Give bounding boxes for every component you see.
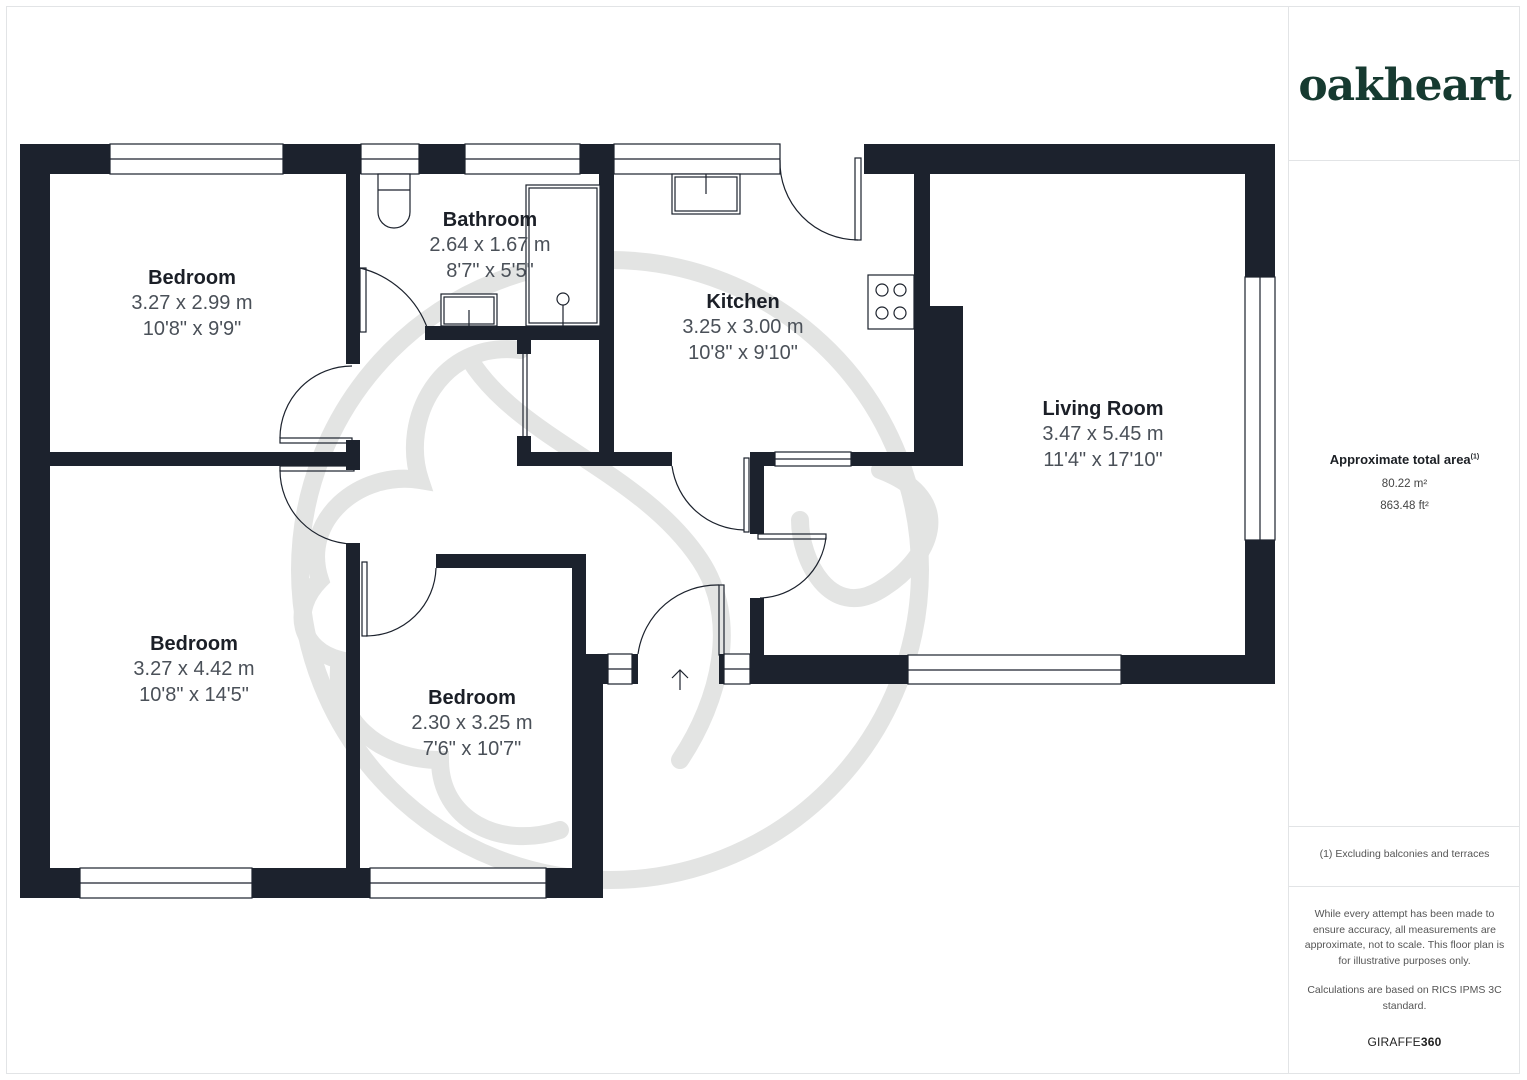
room-imperial: 10'8" x 14'5": [139, 684, 249, 706]
windows: [79, 143, 1276, 899]
watermark-emblem-icon: [291, 251, 939, 889]
room-metric: 3.25 x 3.00 m: [682, 316, 804, 338]
room-bedroom-2: Bedroom 3.27 x 4.42 m 10'8" x 14'5": [133, 632, 254, 708]
room-bedroom-3: Bedroom 2.30 x 3.25 m 7'6" x 10'7": [411, 686, 532, 762]
room-imperial: 10'8" x 9'10": [688, 342, 798, 364]
room-imperial: 10'8" x 9'9": [142, 318, 242, 340]
area-title-text: Approximate total area: [1329, 452, 1471, 467]
giraffe360-credit: GIRAFFE360: [1289, 1035, 1520, 1049]
footnote: (1) Excluding balconies and terraces: [1319, 848, 1490, 860]
room-imperial: 7'6" x 10'7": [422, 738, 522, 760]
divider: [1289, 826, 1520, 827]
room-name: Kitchen: [706, 291, 780, 313]
page-frame: [6, 6, 1520, 1074]
calculation-note: Calculations are based on RICS IPMS 3C s…: [1307, 984, 1502, 1012]
room-imperial: 8'7" x 5'5": [446, 260, 534, 282]
floor-plan: [20, 143, 1276, 899]
room-kitchen: Kitchen 3.25 x 3.00 m 10'8" x 9'10": [682, 290, 803, 366]
oakheart-logo: oakheart: [1298, 60, 1511, 111]
area-ft2: 863.48 ft²: [1380, 500, 1429, 512]
room-name: Bathroom: [442, 209, 538, 231]
disclaimer-text: While every attempt has been made to ens…: [1304, 908, 1505, 967]
doors: [279, 157, 862, 656]
room-metric: 3.27 x 2.99 m: [131, 292, 253, 314]
room-metric: 2.30 x 3.25 m: [411, 712, 533, 734]
room-metric: 3.47 x 5.45 m: [1042, 423, 1164, 445]
divider: [1289, 886, 1520, 887]
toilet-icon: [377, 173, 411, 229]
area-m2: 80.22 m²: [1381, 478, 1428, 490]
room-name: Bedroom: [148, 267, 236, 289]
fixtures: [377, 173, 915, 330]
entrance-arrow-icon: [671, 669, 689, 690]
room-imperial: 11'4" x 17'10": [1043, 449, 1163, 471]
room-bathroom: Bathroom 2.64 x 1.67 m 8'7" x 5'5": [429, 208, 550, 284]
divider: [1289, 160, 1520, 161]
info-panel: oakheart Approximate total area(1) 80.22…: [1288, 6, 1520, 1074]
room-metric: 2.64 x 1.67 m: [429, 234, 551, 256]
area-footnote-ref: (1): [1470, 453, 1480, 461]
room-metric: 3.27 x 4.42 m: [133, 658, 255, 680]
walls: [20, 144, 1275, 898]
area-title: Approximate total area(1): [1289, 452, 1520, 467]
hob-icon: [867, 274, 915, 330]
room-living-room: Living Room 3.47 x 5.45 m 11'4" x 17'10": [1042, 397, 1163, 473]
room-bedroom-1: Bedroom 3.27 x 2.99 m 10'8" x 9'9": [131, 266, 252, 342]
room-name: Bedroom: [150, 633, 238, 655]
credit-prefix: GIRAFFE: [1367, 1035, 1421, 1049]
room-name: Living Room: [1042, 398, 1164, 420]
room-name: Bedroom: [428, 687, 516, 709]
credit-suffix: 360: [1420, 1035, 1442, 1049]
